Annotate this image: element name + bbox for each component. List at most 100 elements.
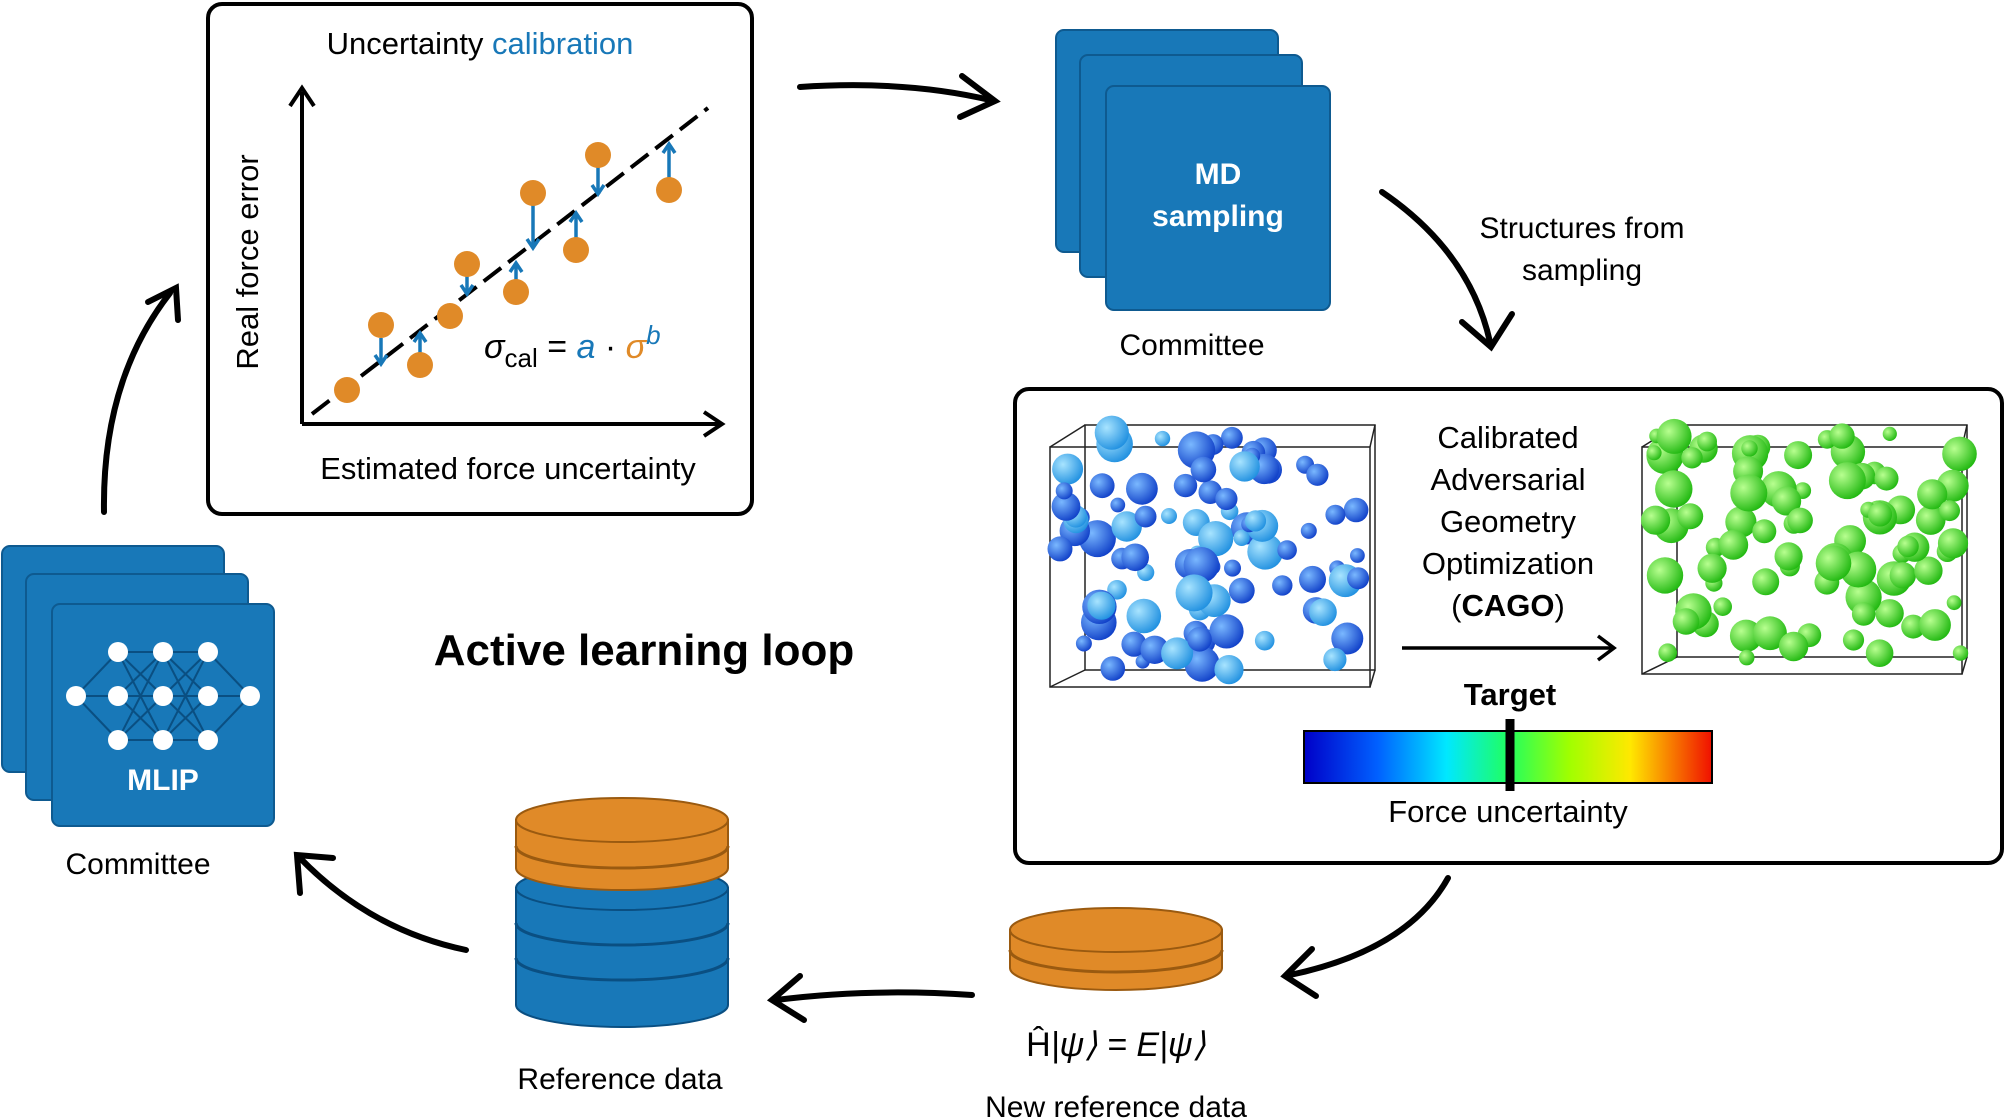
atom bbox=[1224, 559, 1241, 577]
nn-node bbox=[108, 642, 128, 662]
nn-edge bbox=[75, 695, 119, 741]
cago-line4: Optimization bbox=[1422, 546, 1594, 581]
calibration-point bbox=[368, 312, 394, 338]
atom bbox=[1730, 474, 1768, 512]
arrow-calibration-to-md bbox=[797, 82, 993, 103]
calibration-ylabel: Real force error bbox=[230, 154, 265, 369]
atom bbox=[1658, 643, 1677, 662]
calibration-formula: σcal = a · σb bbox=[484, 320, 661, 373]
atom bbox=[1946, 595, 1962, 611]
md-structure-high-uncertainty bbox=[1047, 415, 1376, 688]
atom bbox=[1646, 557, 1684, 594]
reference-data-database: Reference data bbox=[514, 797, 730, 1096]
atom bbox=[1845, 579, 1882, 616]
atom bbox=[1233, 529, 1250, 547]
atom bbox=[1829, 423, 1855, 449]
target-label: Target bbox=[1464, 677, 1556, 712]
atom bbox=[1126, 472, 1158, 505]
atom bbox=[1942, 436, 1977, 472]
loop-arrows bbox=[100, 73, 1515, 1023]
atom bbox=[1055, 482, 1073, 500]
atom bbox=[1889, 562, 1917, 589]
atom bbox=[1919, 609, 1951, 641]
cago-description: Calibrated Adversarial Geometry Optimiza… bbox=[1422, 420, 1594, 623]
nn-node bbox=[198, 642, 218, 662]
arrow-mlip-to-calibration bbox=[100, 290, 173, 515]
atom bbox=[1772, 486, 1802, 516]
atom bbox=[1244, 510, 1267, 532]
nn-edge bbox=[117, 651, 164, 697]
loop-title: Active learning loop bbox=[434, 626, 855, 675]
structures-label-line1: Structures from bbox=[1479, 212, 1684, 245]
atom bbox=[1915, 505, 1946, 535]
atom bbox=[1173, 473, 1198, 498]
atom bbox=[1718, 530, 1749, 560]
atom bbox=[1187, 627, 1212, 652]
atom bbox=[1939, 500, 1960, 522]
md-structure-target-uncertainty bbox=[1641, 418, 1977, 675]
atom bbox=[1677, 503, 1704, 530]
nn-node bbox=[108, 730, 128, 750]
atom bbox=[1087, 591, 1116, 620]
atom bbox=[1183, 547, 1220, 583]
md-committee-caption: Committee bbox=[1119, 329, 1264, 362]
atom bbox=[1100, 656, 1126, 681]
atom bbox=[1175, 574, 1213, 612]
mlip-label: MLIP bbox=[127, 764, 199, 797]
nn-node bbox=[198, 730, 218, 750]
atom bbox=[1917, 479, 1948, 510]
colorbar-label: Force uncertainty bbox=[1388, 794, 1628, 829]
atom bbox=[1190, 456, 1217, 483]
new-reference-database: Ĥ|ψ⟩ = E|ψ⟩ New reference data bbox=[985, 907, 1247, 1120]
neural-network-nodes bbox=[66, 642, 260, 750]
atom bbox=[1229, 451, 1260, 482]
atom bbox=[1641, 505, 1671, 535]
atom bbox=[1154, 430, 1171, 447]
md-title-line1: MD bbox=[1195, 158, 1242, 191]
atom bbox=[1655, 470, 1693, 508]
atom bbox=[1681, 447, 1703, 469]
nn-edge bbox=[162, 651, 209, 741]
atom bbox=[1952, 645, 1969, 661]
green-atoms bbox=[1641, 418, 1977, 667]
atom bbox=[1094, 415, 1129, 450]
atom bbox=[1752, 568, 1780, 596]
arrow-cago-to-new-reference bbox=[1287, 875, 1451, 978]
mlip-card bbox=[51, 603, 275, 827]
mlip-committee: MLIP Committee bbox=[1, 545, 275, 881]
atom bbox=[1277, 540, 1297, 560]
atom bbox=[1126, 598, 1162, 634]
atom bbox=[1051, 492, 1081, 521]
md-sampling-committee: MD sampling Committee bbox=[1055, 29, 1331, 362]
mlip-committee-caption: Committee bbox=[65, 848, 210, 881]
atom bbox=[1778, 631, 1809, 662]
structures-label-line2: sampling bbox=[1522, 254, 1642, 287]
calibration-point bbox=[437, 303, 463, 329]
atom bbox=[1052, 453, 1084, 485]
atom bbox=[1656, 418, 1692, 454]
cago-line1: Calibrated bbox=[1437, 420, 1578, 455]
atom bbox=[1875, 599, 1904, 628]
atom bbox=[1753, 616, 1787, 651]
atom bbox=[1325, 504, 1346, 525]
atom bbox=[1774, 542, 1803, 571]
atom bbox=[1867, 502, 1893, 527]
nn-node bbox=[198, 686, 218, 706]
cago-arrow-head bbox=[1596, 634, 1617, 662]
atom bbox=[1198, 521, 1234, 557]
atom bbox=[1309, 598, 1337, 626]
atom bbox=[1089, 473, 1115, 499]
atom bbox=[1697, 431, 1717, 452]
atom bbox=[1725, 506, 1757, 538]
calibration-point bbox=[503, 279, 529, 305]
arrow-reference-to-mlip bbox=[297, 855, 469, 953]
md-title-line2: sampling bbox=[1152, 200, 1284, 233]
atom bbox=[1331, 622, 1364, 655]
new-reference-caption: New reference data bbox=[985, 1091, 1247, 1120]
atom bbox=[1787, 507, 1813, 534]
nn-edge bbox=[207, 651, 251, 697]
atom bbox=[1842, 629, 1865, 651]
cago-panel: Calibrated Adversarial Geometry Optimiza… bbox=[1013, 387, 2004, 865]
atom bbox=[1874, 466, 1899, 491]
atom bbox=[1134, 505, 1157, 528]
